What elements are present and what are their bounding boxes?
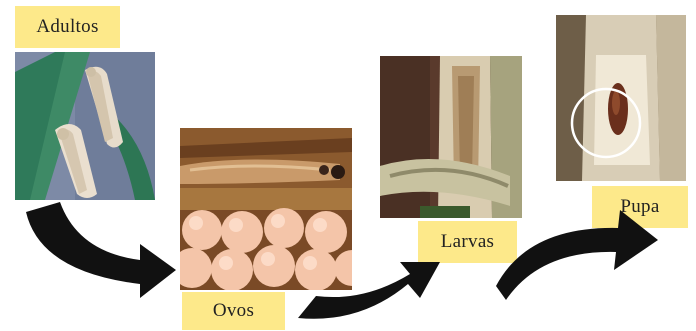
- larva-in-stalk-photo: [380, 56, 522, 218]
- stage-label-adultos: Adultos: [15, 6, 120, 48]
- eggs-and-larva-photo: [180, 128, 352, 290]
- stage-label-ovos: Ovos: [182, 292, 285, 330]
- pupa-in-stalk-photo: [556, 15, 686, 181]
- stage-label-larvas: Larvas: [418, 221, 517, 263]
- adult-moths-photo: [15, 52, 155, 200]
- stage-label-pupa: Pupa: [592, 186, 688, 228]
- arrow-adultos-to-ovos: [26, 202, 176, 298]
